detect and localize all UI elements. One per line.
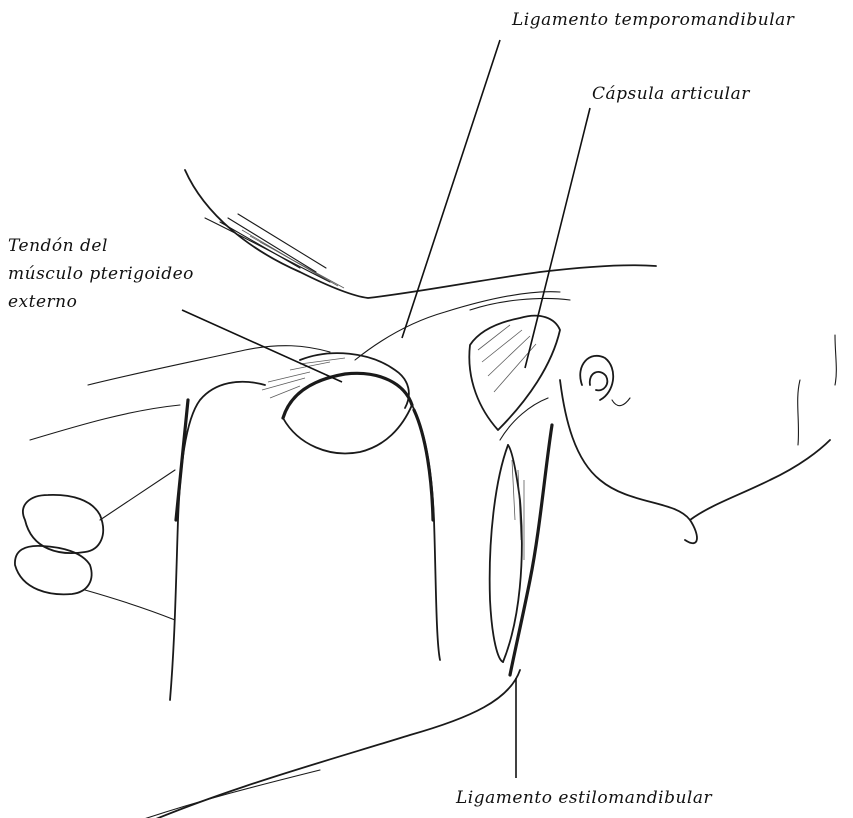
molars	[15, 405, 180, 620]
articular-eminence	[88, 292, 560, 385]
posterior-border	[490, 398, 552, 675]
label-temporomandibular-ligament: Ligamento temporomandibular	[512, 8, 794, 32]
leader-capsula	[525, 108, 590, 368]
label-tendon-line-3: externo	[8, 290, 77, 314]
leader-tendon	[182, 310, 342, 382]
mandibular-condyle	[262, 353, 412, 453]
label-tendon-line-2: músculo pterigoideo	[8, 262, 194, 286]
label-stylomandibular-ligament: Ligamento estilomandibular	[456, 786, 712, 810]
external-ear	[580, 356, 630, 406]
label-tendon-line-1: Tendón del	[8, 234, 108, 258]
mandible	[130, 382, 520, 818]
mastoid-outline	[560, 335, 836, 543]
label-articular-capsule: Cápsula articular	[592, 82, 750, 106]
leader-temporomandibular	[402, 40, 500, 338]
zygomatic-arch	[185, 170, 656, 298]
articular-capsule	[469, 298, 570, 430]
